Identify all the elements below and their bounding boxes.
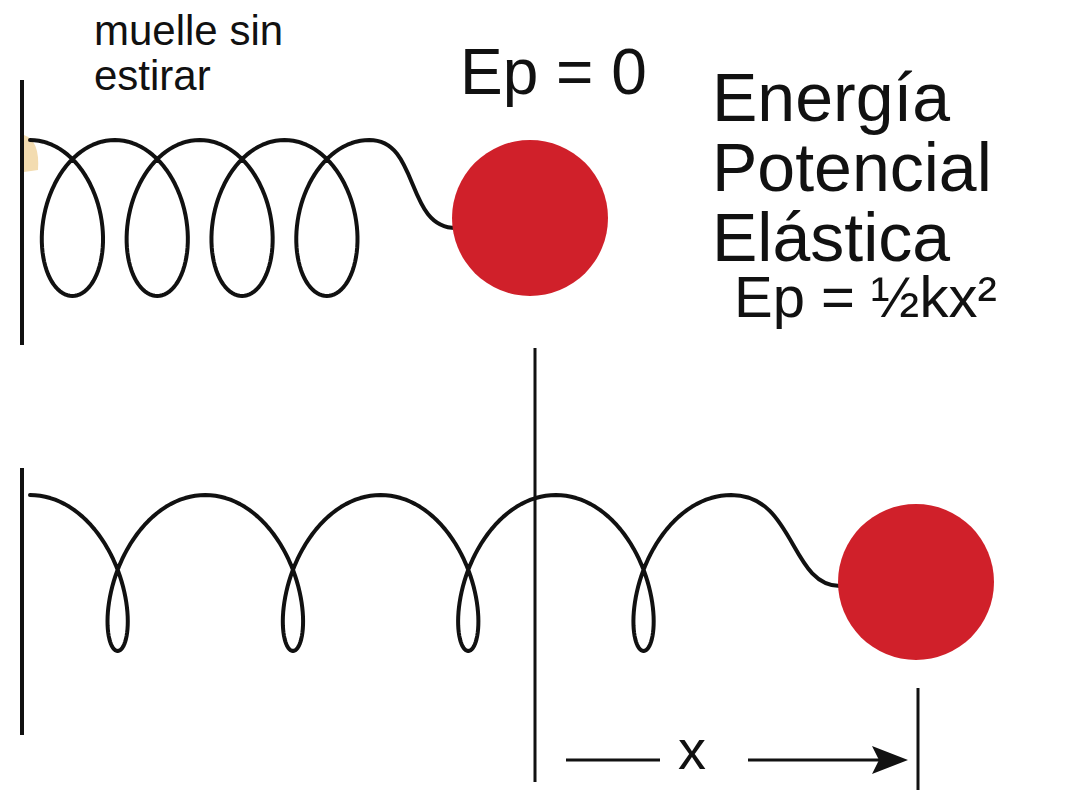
dimension-line [566, 759, 660, 762]
dimension-label: x [678, 722, 738, 778]
mass-ball [838, 504, 994, 660]
energy-formula: Ep = 0 [460, 40, 720, 104]
tick-line [917, 688, 920, 790]
spring [30, 495, 840, 651]
energy-formula: Ep = ½kx² [734, 268, 1074, 326]
dimension-line [748, 759, 880, 762]
spring [30, 140, 456, 296]
wall [20, 468, 24, 735]
diagram-title-text: Energía Potencial Elástica [712, 62, 1072, 272]
arrowhead [872, 746, 908, 774]
equilibrium-line [534, 348, 537, 782]
mass-ball [452, 140, 608, 296]
wall [20, 80, 24, 345]
spring-note: muelle sin estirar [94, 8, 394, 99]
